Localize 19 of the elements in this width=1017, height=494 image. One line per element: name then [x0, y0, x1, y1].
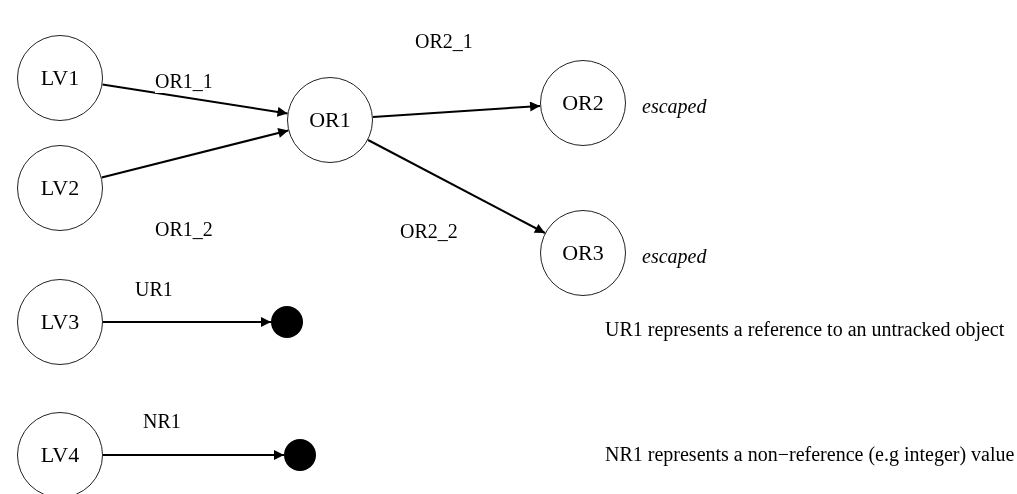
- arrow: [101, 83, 289, 117]
- node-label: OR1: [309, 107, 351, 133]
- note-text: NR1 represents a non−reference (e.g integer) value: [605, 443, 1015, 466]
- node-label: LV3: [40, 309, 80, 335]
- filled-dot: [271, 306, 303, 338]
- arrow: [367, 139, 546, 234]
- node-label: LV2: [40, 175, 80, 201]
- filled-dot: [284, 439, 316, 471]
- arrow: [102, 317, 272, 327]
- node-label: LV1: [40, 65, 80, 91]
- arrow: [371, 101, 542, 119]
- arrow: [102, 450, 285, 460]
- note-text: UR1 represents a reference to an untracked object: [605, 318, 1005, 341]
- node-note: escaped: [642, 95, 707, 118]
- node-label: OR2: [562, 90, 604, 116]
- arrow: [100, 128, 290, 179]
- node-label: LV4: [40, 442, 80, 468]
- node-label: OR3: [562, 240, 604, 266]
- node-note: escaped: [642, 245, 707, 268]
